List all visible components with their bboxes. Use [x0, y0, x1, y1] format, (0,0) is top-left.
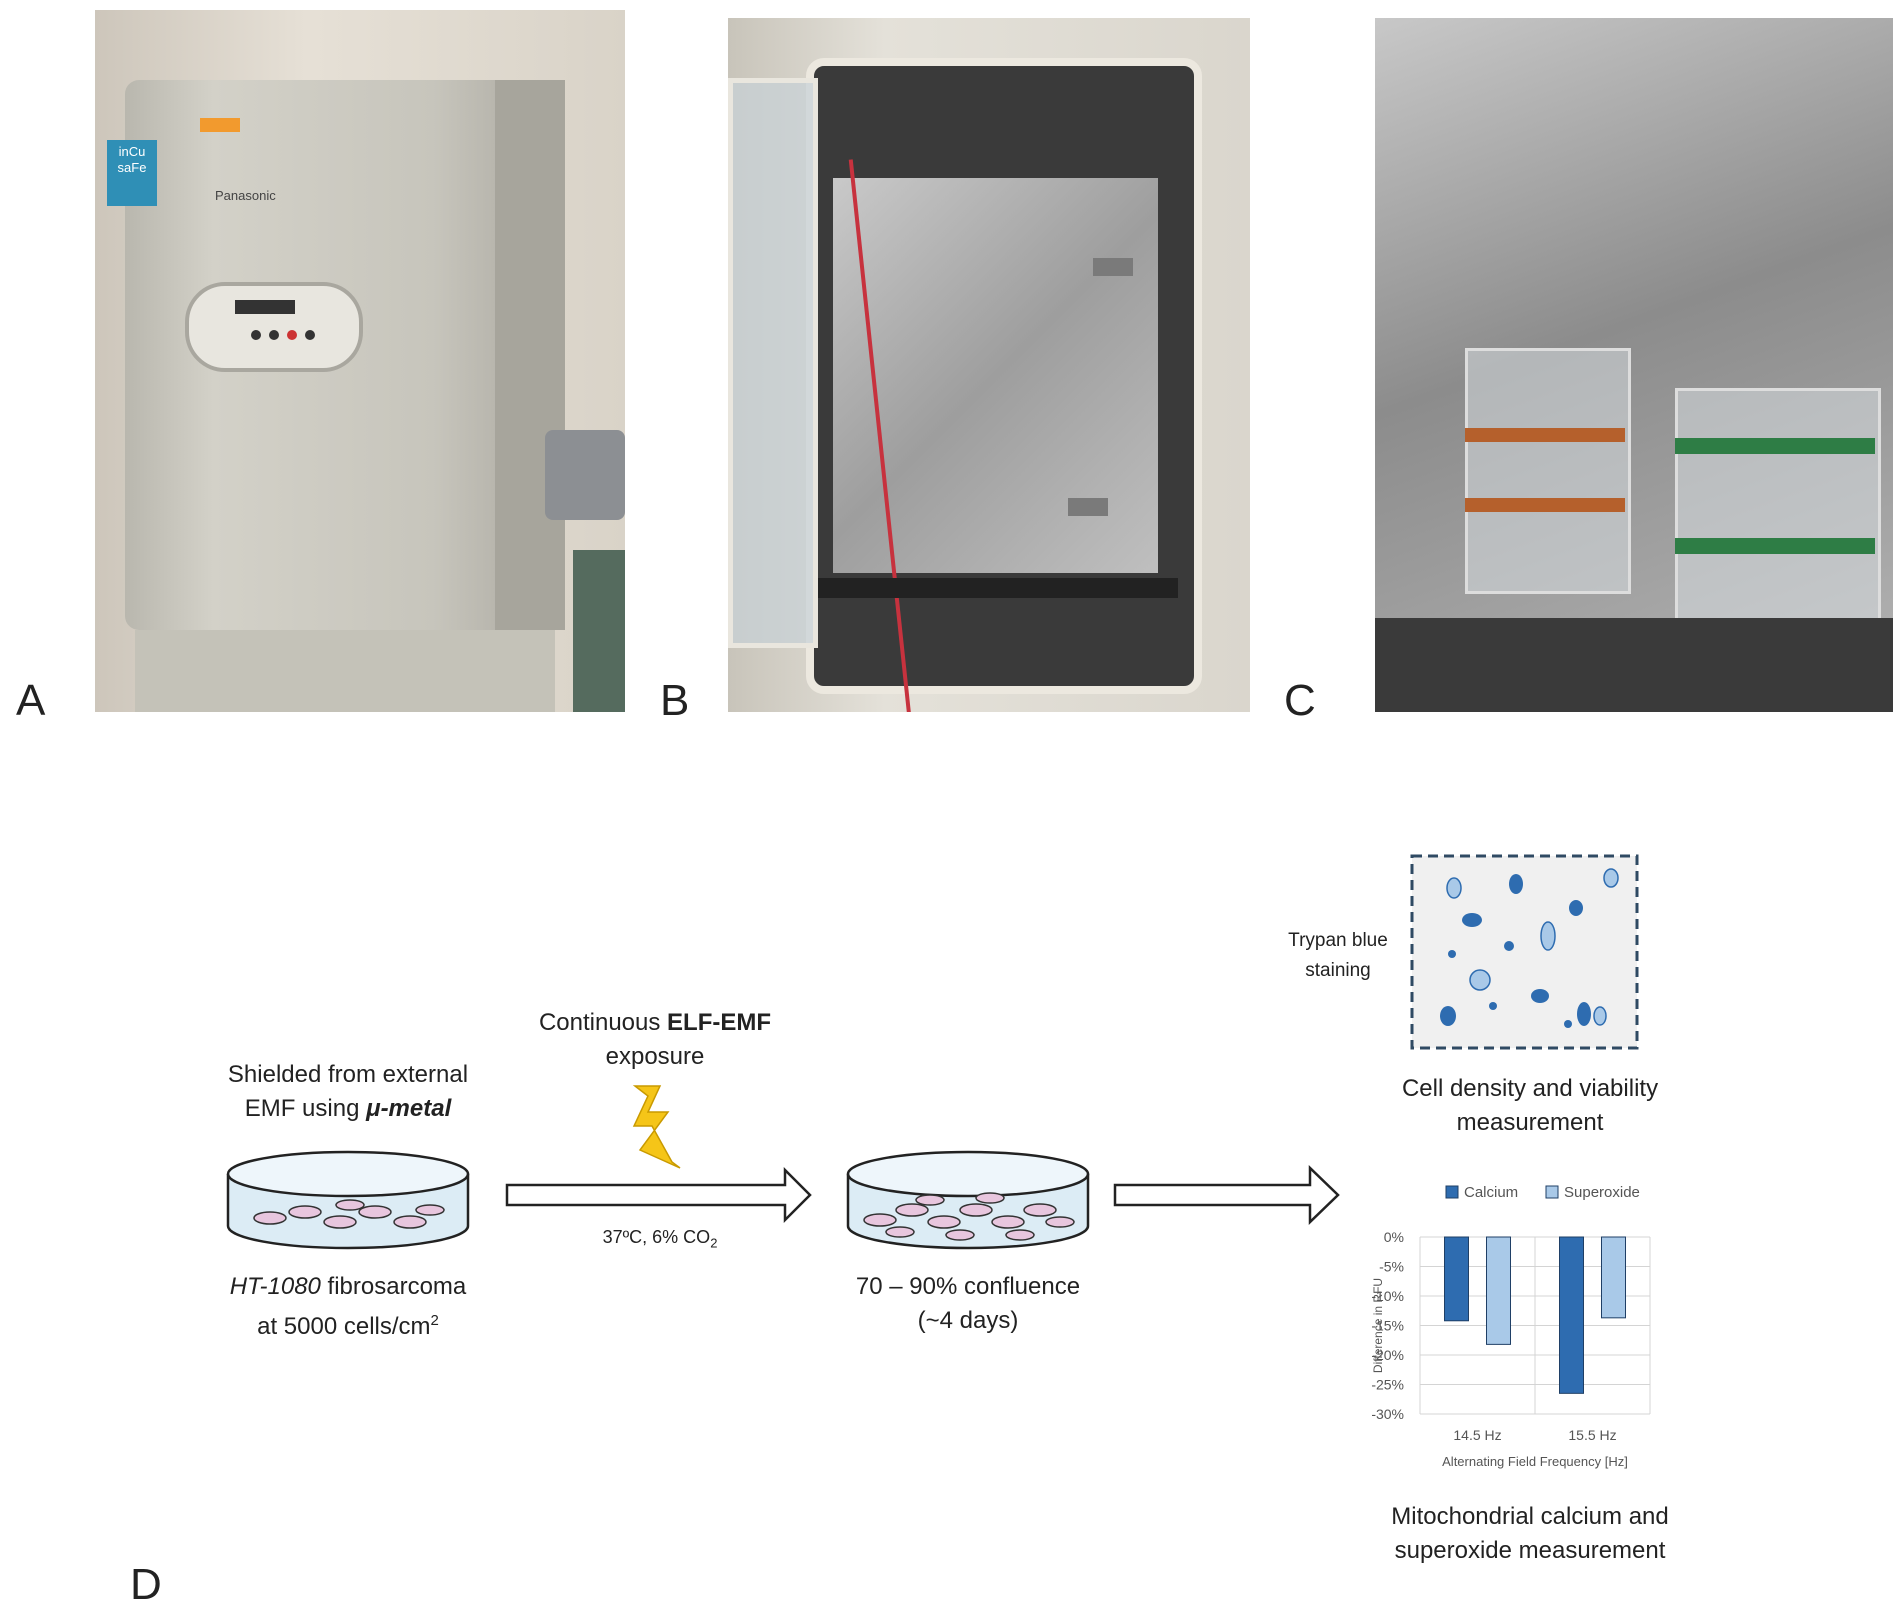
- incucsafe-logo: inCu saFe: [117, 144, 147, 175]
- legend-label-calcium: Calcium: [1464, 1184, 1518, 1201]
- acrylic-enclosure: [1675, 388, 1881, 634]
- density-label: Cell density and viability measurement: [1355, 1072, 1705, 1140]
- y-tick-label: -15%: [1371, 1318, 1404, 1334]
- control-button: [251, 330, 261, 340]
- mu-metal-label: μ-metal: [366, 1095, 452, 1122]
- green-coil: [1675, 438, 1875, 454]
- y-tick-label: -10%: [1371, 1288, 1404, 1304]
- copper-coil: [1465, 498, 1625, 512]
- shelf-grate: [1375, 618, 1893, 712]
- legend-swatch-superoxide: [1545, 1185, 1559, 1199]
- cell-cluster: [253, 1199, 445, 1229]
- control-panel: [185, 282, 363, 372]
- lightning-bolt-icon: [632, 1085, 681, 1169]
- shield-note-line1: Shielded from external: [227, 1061, 469, 1088]
- bar-superoxide: [1486, 1236, 1511, 1345]
- seeding-density-sup: 2: [430, 1312, 439, 1329]
- cell-line-rest: fibrosarcoma: [320, 1273, 467, 1300]
- legend-swatch-calcium: [1445, 1185, 1459, 1199]
- brand-label: Panasonic: [215, 188, 276, 203]
- exposure-prefix: Continuous: [538, 1009, 668, 1036]
- control-button: [269, 330, 279, 340]
- panel-label-b: B: [660, 676, 690, 725]
- density-line2: measurement: [1456, 1109, 1604, 1136]
- box-latch-top: [1093, 258, 1133, 276]
- panel-label-a: A: [16, 676, 46, 725]
- confluence-line1: 70 – 90% confluence: [855, 1273, 1081, 1300]
- density-line1: Cell density and viability: [1401, 1075, 1659, 1102]
- mito-line2: superoxide measurement: [1394, 1537, 1666, 1564]
- shield-note-prefix: EMF using: [244, 1095, 367, 1122]
- culture-dish-confluent: [846, 1150, 1090, 1250]
- photo-coil-setup: [1375, 18, 1893, 712]
- conditions-sub: 2: [710, 1235, 718, 1251]
- process-arrow-exposure: [505, 1166, 812, 1224]
- cell-line-name: HT-1080: [229, 1273, 321, 1300]
- panel-label-c: C: [1284, 676, 1316, 725]
- mito-line1: Mitochondrial calcium and: [1391, 1503, 1669, 1530]
- cells-line1: HT-1080 fibrosarcoma: [188, 1270, 508, 1304]
- photo-incubator: inCu saFe Panasonic: [95, 10, 625, 712]
- y-tick-label: 0%: [1384, 1229, 1404, 1245]
- x-axis-label: Alternating Field Frequency [Hz]: [1442, 1454, 1628, 1469]
- box-latch-bottom: [1068, 498, 1108, 516]
- cells-line2: at 5000 cells/cm2: [188, 1304, 508, 1344]
- glass-door: [728, 78, 818, 648]
- x-tick-label: 15.5 Hz: [1568, 1427, 1616, 1443]
- photo-open-incubator: [728, 18, 1250, 712]
- confluence-label: 70 – 90% confluence (~4 days): [818, 1270, 1118, 1338]
- cell-cluster: [863, 1192, 1075, 1241]
- trypan-line1: Trypan blue: [1288, 930, 1388, 951]
- incubator-lower-unit: [135, 630, 555, 712]
- exposure-note-line2: exposure: [605, 1043, 705, 1070]
- elf-emf-label: ELF-EMF: [667, 1009, 772, 1036]
- shield-note-line2: EMF using μ-metal: [188, 1092, 508, 1126]
- gas-regulator: [545, 430, 625, 520]
- control-button: [305, 330, 315, 340]
- exposure-note-line1: Continuous ELF-EMF: [505, 1006, 805, 1040]
- seeding-density: at 5000 cells/cm: [257, 1313, 431, 1340]
- tape-strip: [200, 118, 240, 132]
- cells-label: HT-1080 fibrosarcoma at 5000 cells/cm2: [188, 1270, 508, 1344]
- exposure-note: Continuous ELF-EMF exposure: [505, 1006, 805, 1074]
- bar-calcium: [1559, 1236, 1584, 1394]
- trypan-label: Trypan blue staining: [1258, 926, 1418, 986]
- mito-label: Mitochondrial calcium and superoxide mea…: [1355, 1500, 1705, 1568]
- trypan-blue-field: [1410, 854, 1639, 1050]
- y-tick-label: -5%: [1379, 1259, 1404, 1275]
- conditions-label: 37ºC, 6% CO2: [530, 1220, 790, 1261]
- incucsafe-logo-badge: inCu saFe: [107, 140, 157, 206]
- acrylic-enclosure: [1465, 348, 1631, 594]
- panel-label-d: D: [130, 1560, 162, 1609]
- y-axis-label: Difference in RFU: [1371, 1278, 1385, 1373]
- y-tick-label: -25%: [1371, 1377, 1404, 1393]
- control-button-red: [287, 330, 297, 340]
- bar-calcium: [1444, 1236, 1469, 1322]
- trypan-line2: staining: [1305, 960, 1371, 981]
- bar-superoxide: [1601, 1236, 1626, 1319]
- culture-dish-initial: [226, 1150, 470, 1250]
- shelf: [818, 578, 1178, 598]
- process-arrow-measurement: [1113, 1165, 1340, 1225]
- y-tick-label: -30%: [1371, 1406, 1404, 1422]
- shield-note: Shielded from external EMF using μ-metal: [188, 1058, 508, 1126]
- confluence-line2: (~4 days): [917, 1307, 1019, 1334]
- x-tick-label: 14.5 Hz: [1453, 1427, 1501, 1443]
- mito-bar-chart: 0% -5% -10% -15% -20% -25% -30% 14.5 Hz 15.5 Hz A…: [1371, 1184, 1651, 1469]
- display-readout: [235, 300, 295, 314]
- copper-coil: [1465, 428, 1625, 442]
- incubator-door-edge: [495, 80, 565, 630]
- legend-label-superoxide: Superoxide: [1564, 1184, 1640, 1201]
- y-tick-label: -20%: [1371, 1347, 1404, 1363]
- green-coil: [1675, 538, 1875, 554]
- gas-cylinder: [573, 550, 625, 712]
- conditions-text: 37ºC, 6% CO: [602, 1227, 711, 1247]
